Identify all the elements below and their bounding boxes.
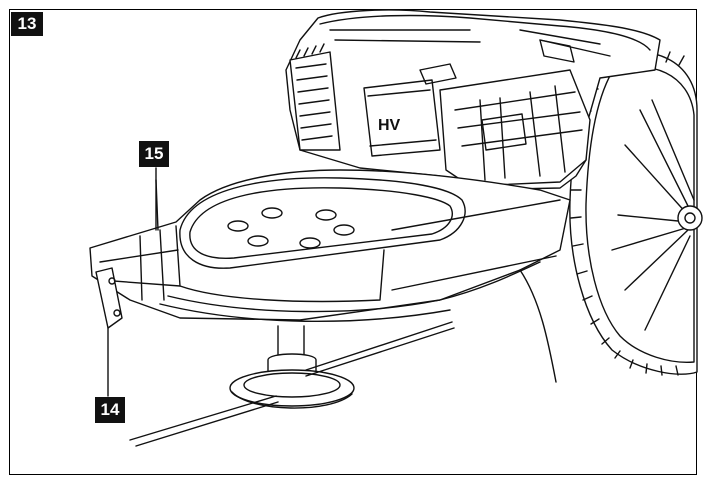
engine bbox=[285, 9, 661, 191]
deck bbox=[89, 169, 571, 383]
engine-logo-text: HV bbox=[378, 117, 401, 134]
callout-14-label: 14 bbox=[95, 397, 125, 423]
front-guard-bracket bbox=[95, 267, 123, 329]
callout-15-label: 15 bbox=[139, 141, 169, 167]
figure-number-label: 13 bbox=[11, 12, 43, 36]
rear-wheel bbox=[569, 49, 703, 376]
trimmer-head bbox=[129, 321, 455, 447]
